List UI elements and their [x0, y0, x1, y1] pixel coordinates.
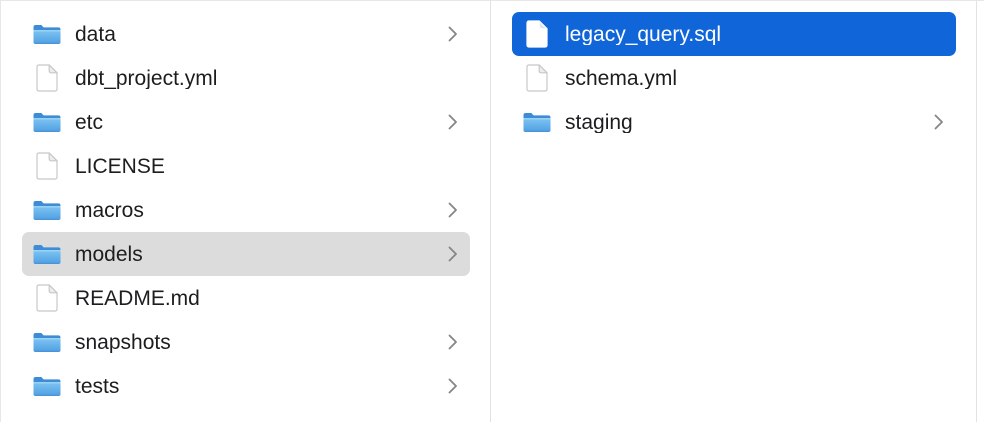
folder-icon	[33, 332, 61, 353]
file-row-README.md[interactable]: README.md	[22, 276, 470, 320]
chevron-right-icon	[934, 114, 944, 130]
column-spacer	[977, 1, 984, 422]
item-icon-slot	[33, 19, 61, 49]
item-icon-slot	[33, 63, 61, 93]
item-label: LICENSE	[75, 155, 165, 177]
chevron-right-icon	[448, 246, 458, 262]
item-label: schema.yml	[565, 67, 678, 89]
item-label: legacy_query.sql	[565, 23, 722, 45]
item-icon-slot	[33, 239, 61, 269]
document-icon	[36, 284, 58, 312]
file-row-schema.yml[interactable]: schema.yml	[512, 56, 956, 100]
folder-row-etc[interactable]: etc	[22, 100, 470, 144]
document-icon	[36, 152, 58, 180]
item-label: models	[75, 243, 143, 265]
item-icon-slot	[33, 371, 61, 401]
item-icon-slot	[33, 327, 61, 357]
folder-icon	[523, 112, 551, 133]
document-icon	[526, 20, 548, 48]
item-icon-slot	[33, 151, 61, 181]
document-icon	[526, 64, 548, 92]
folder-row-snapshots[interactable]: snapshots	[22, 320, 470, 364]
item-icon-slot	[33, 195, 61, 225]
item-icon-slot	[33, 283, 61, 313]
folder-row-macros[interactable]: macros	[22, 188, 470, 232]
item-label: etc	[75, 111, 104, 133]
chevron-right-icon	[448, 114, 458, 130]
item-label: data	[75, 23, 116, 45]
item-label: tests	[75, 375, 120, 397]
chevron-right-icon	[448, 202, 458, 218]
folder-icon	[33, 376, 61, 397]
folder-row-data[interactable]: data	[22, 12, 470, 56]
document-icon	[36, 64, 58, 92]
folder-icon	[33, 112, 61, 133]
item-label: dbt_project.yml	[75, 67, 218, 89]
file-row-dbt_project.yml[interactable]: dbt_project.yml	[22, 56, 470, 100]
item-label: staging	[565, 111, 633, 133]
file-row-LICENSE[interactable]: LICENSE	[22, 144, 470, 188]
folder-icon	[33, 24, 61, 45]
folder-row-staging[interactable]: staging	[512, 100, 956, 144]
folder-row-models[interactable]: models	[22, 232, 470, 276]
item-label: macros	[75, 199, 144, 221]
file-column-right: legacy_query.sql schema.yml staging	[491, 1, 977, 422]
item-icon-slot	[523, 63, 551, 93]
item-label: README.md	[75, 287, 200, 309]
folder-icon	[33, 244, 61, 265]
file-column-left: data dbt_project.yml etc LICENSE macros	[1, 1, 491, 422]
item-label: snapshots	[75, 331, 171, 353]
chevron-right-icon	[448, 334, 458, 350]
chevron-right-icon	[448, 26, 458, 42]
item-icon-slot	[523, 107, 551, 137]
item-icon-slot	[33, 107, 61, 137]
chevron-right-icon	[448, 378, 458, 394]
folder-icon	[33, 200, 61, 221]
file-row-legacy_query.sql[interactable]: legacy_query.sql	[512, 12, 956, 56]
folder-row-tests[interactable]: tests	[22, 364, 470, 408]
item-icon-slot	[523, 19, 551, 49]
